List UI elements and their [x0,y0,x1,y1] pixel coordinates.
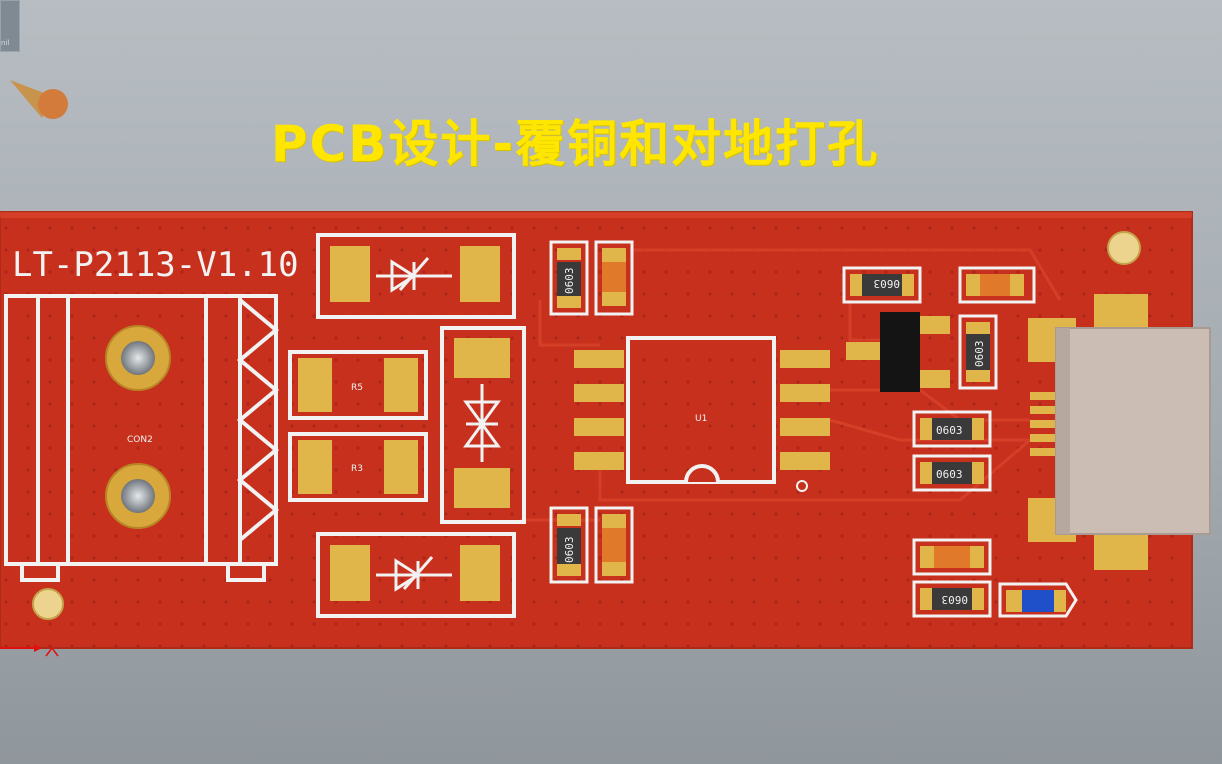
resistor-0603-e [912,410,992,448]
package-label-0603-d: 0603 [973,341,986,368]
transistor-sot23 [846,312,950,392]
page-title: PCB设计-覆铜和对地打孔 [270,115,880,173]
resistor-0603-d [958,314,998,390]
resistor-0603-a [549,240,589,316]
connector-con2 [4,294,280,582]
led-blue [998,582,1078,618]
designator-con2: CON2 [127,435,153,445]
package-label-0603-b: 0603 [563,537,576,564]
capacitor-b [594,506,634,584]
diode-top [316,233,516,319]
capacitor-d [912,538,992,576]
package-label-0603-g: 0603 [942,593,969,606]
axis-origin-marker [0,644,59,657]
capacitor-c [958,266,1036,304]
package-label-0603-f: 0603 [936,468,963,481]
designator-r5: R5 [351,383,363,393]
resistor-0603-b [549,506,589,584]
ic-u1 [574,336,830,492]
resistor-r5 [288,350,428,420]
resistor-0603-g [912,580,992,618]
resistor-0603-f [912,454,992,492]
window-tab[interactable]: nil [0,0,20,52]
pointer-shape [10,80,68,119]
tvs-diode-vertical [440,326,526,524]
package-label-0603-c: 0603 [874,277,901,290]
designator-u1: U1 [695,414,707,424]
resistor-0603-c [842,266,922,304]
package-label-0603-a: 0603 [563,268,576,295]
board-silk-label: LT-P2113-V1.10 [12,245,299,285]
designator-r3: R3 [351,464,363,474]
package-label-0603-e: 0603 [936,424,963,437]
resistor-r3 [288,432,428,502]
diode-bottom [316,532,516,618]
window-tab-label: nil [1,39,10,47]
mount-hole-top-right [1107,231,1141,265]
mount-hole-bottom-left [32,588,64,620]
usb-connector [1028,294,1211,570]
capacitor-a [594,240,634,316]
